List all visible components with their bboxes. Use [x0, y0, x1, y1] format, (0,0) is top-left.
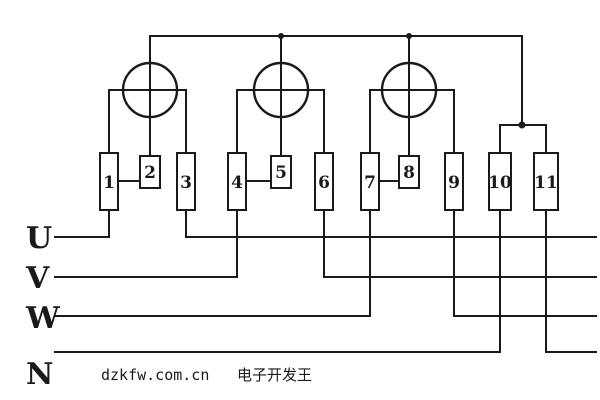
top-bus [149, 33, 523, 103]
terminal-11-label: 11 [534, 173, 558, 193]
terminal-7-label: 7 [364, 173, 376, 193]
terminal-8-label: 8 [403, 163, 415, 183]
terminal-1: 1 [99, 152, 119, 211]
terminal-10: 10 [488, 152, 512, 211]
terminal-9-label: 9 [448, 173, 460, 193]
load-line-w [453, 209, 597, 317]
terminal-2: 2 [139, 155, 161, 189]
load-line-n [545, 209, 597, 353]
terminal-2-label: 2 [144, 163, 156, 183]
terminal-9: 9 [444, 152, 464, 211]
supply-line-w [54, 209, 371, 317]
terminal-11: 11 [533, 152, 559, 211]
phase-label-u: U [26, 221, 52, 256]
terminal-3-label: 3 [180, 173, 192, 193]
terminal-6-label: 6 [318, 173, 330, 193]
phase-label-w: W [25, 301, 61, 336]
measuring-element-3 [369, 61, 455, 182]
terminal-5-label: 5 [275, 163, 287, 183]
terminal-7: 7 [360, 152, 380, 211]
terminal-10-label: 10 [488, 173, 512, 193]
phase-label-v: V [25, 261, 50, 296]
supply-line-v [54, 209, 238, 278]
terminal-8: 8 [398, 155, 420, 189]
terminal-4: 4 [227, 152, 247, 211]
terminal-4-label: 4 [231, 173, 243, 193]
load-line-u [185, 209, 597, 238]
terminal-6: 6 [314, 152, 334, 211]
terminal-1-label: 1 [103, 173, 115, 193]
supply-line-n [54, 209, 501, 353]
load-line-v [323, 209, 597, 278]
phase-label-n: N [26, 357, 53, 392]
terminal-3: 3 [176, 152, 196, 211]
supply-line-u [54, 209, 110, 238]
measuring-element-1 [108, 61, 187, 182]
measuring-element-2 [236, 61, 325, 182]
terminal-5: 5 [270, 155, 292, 189]
caption-site: dzkfw.com.cn [101, 366, 209, 384]
caption-name: 电子开发王 [237, 366, 312, 384]
neutral-junction [499, 101, 547, 154]
